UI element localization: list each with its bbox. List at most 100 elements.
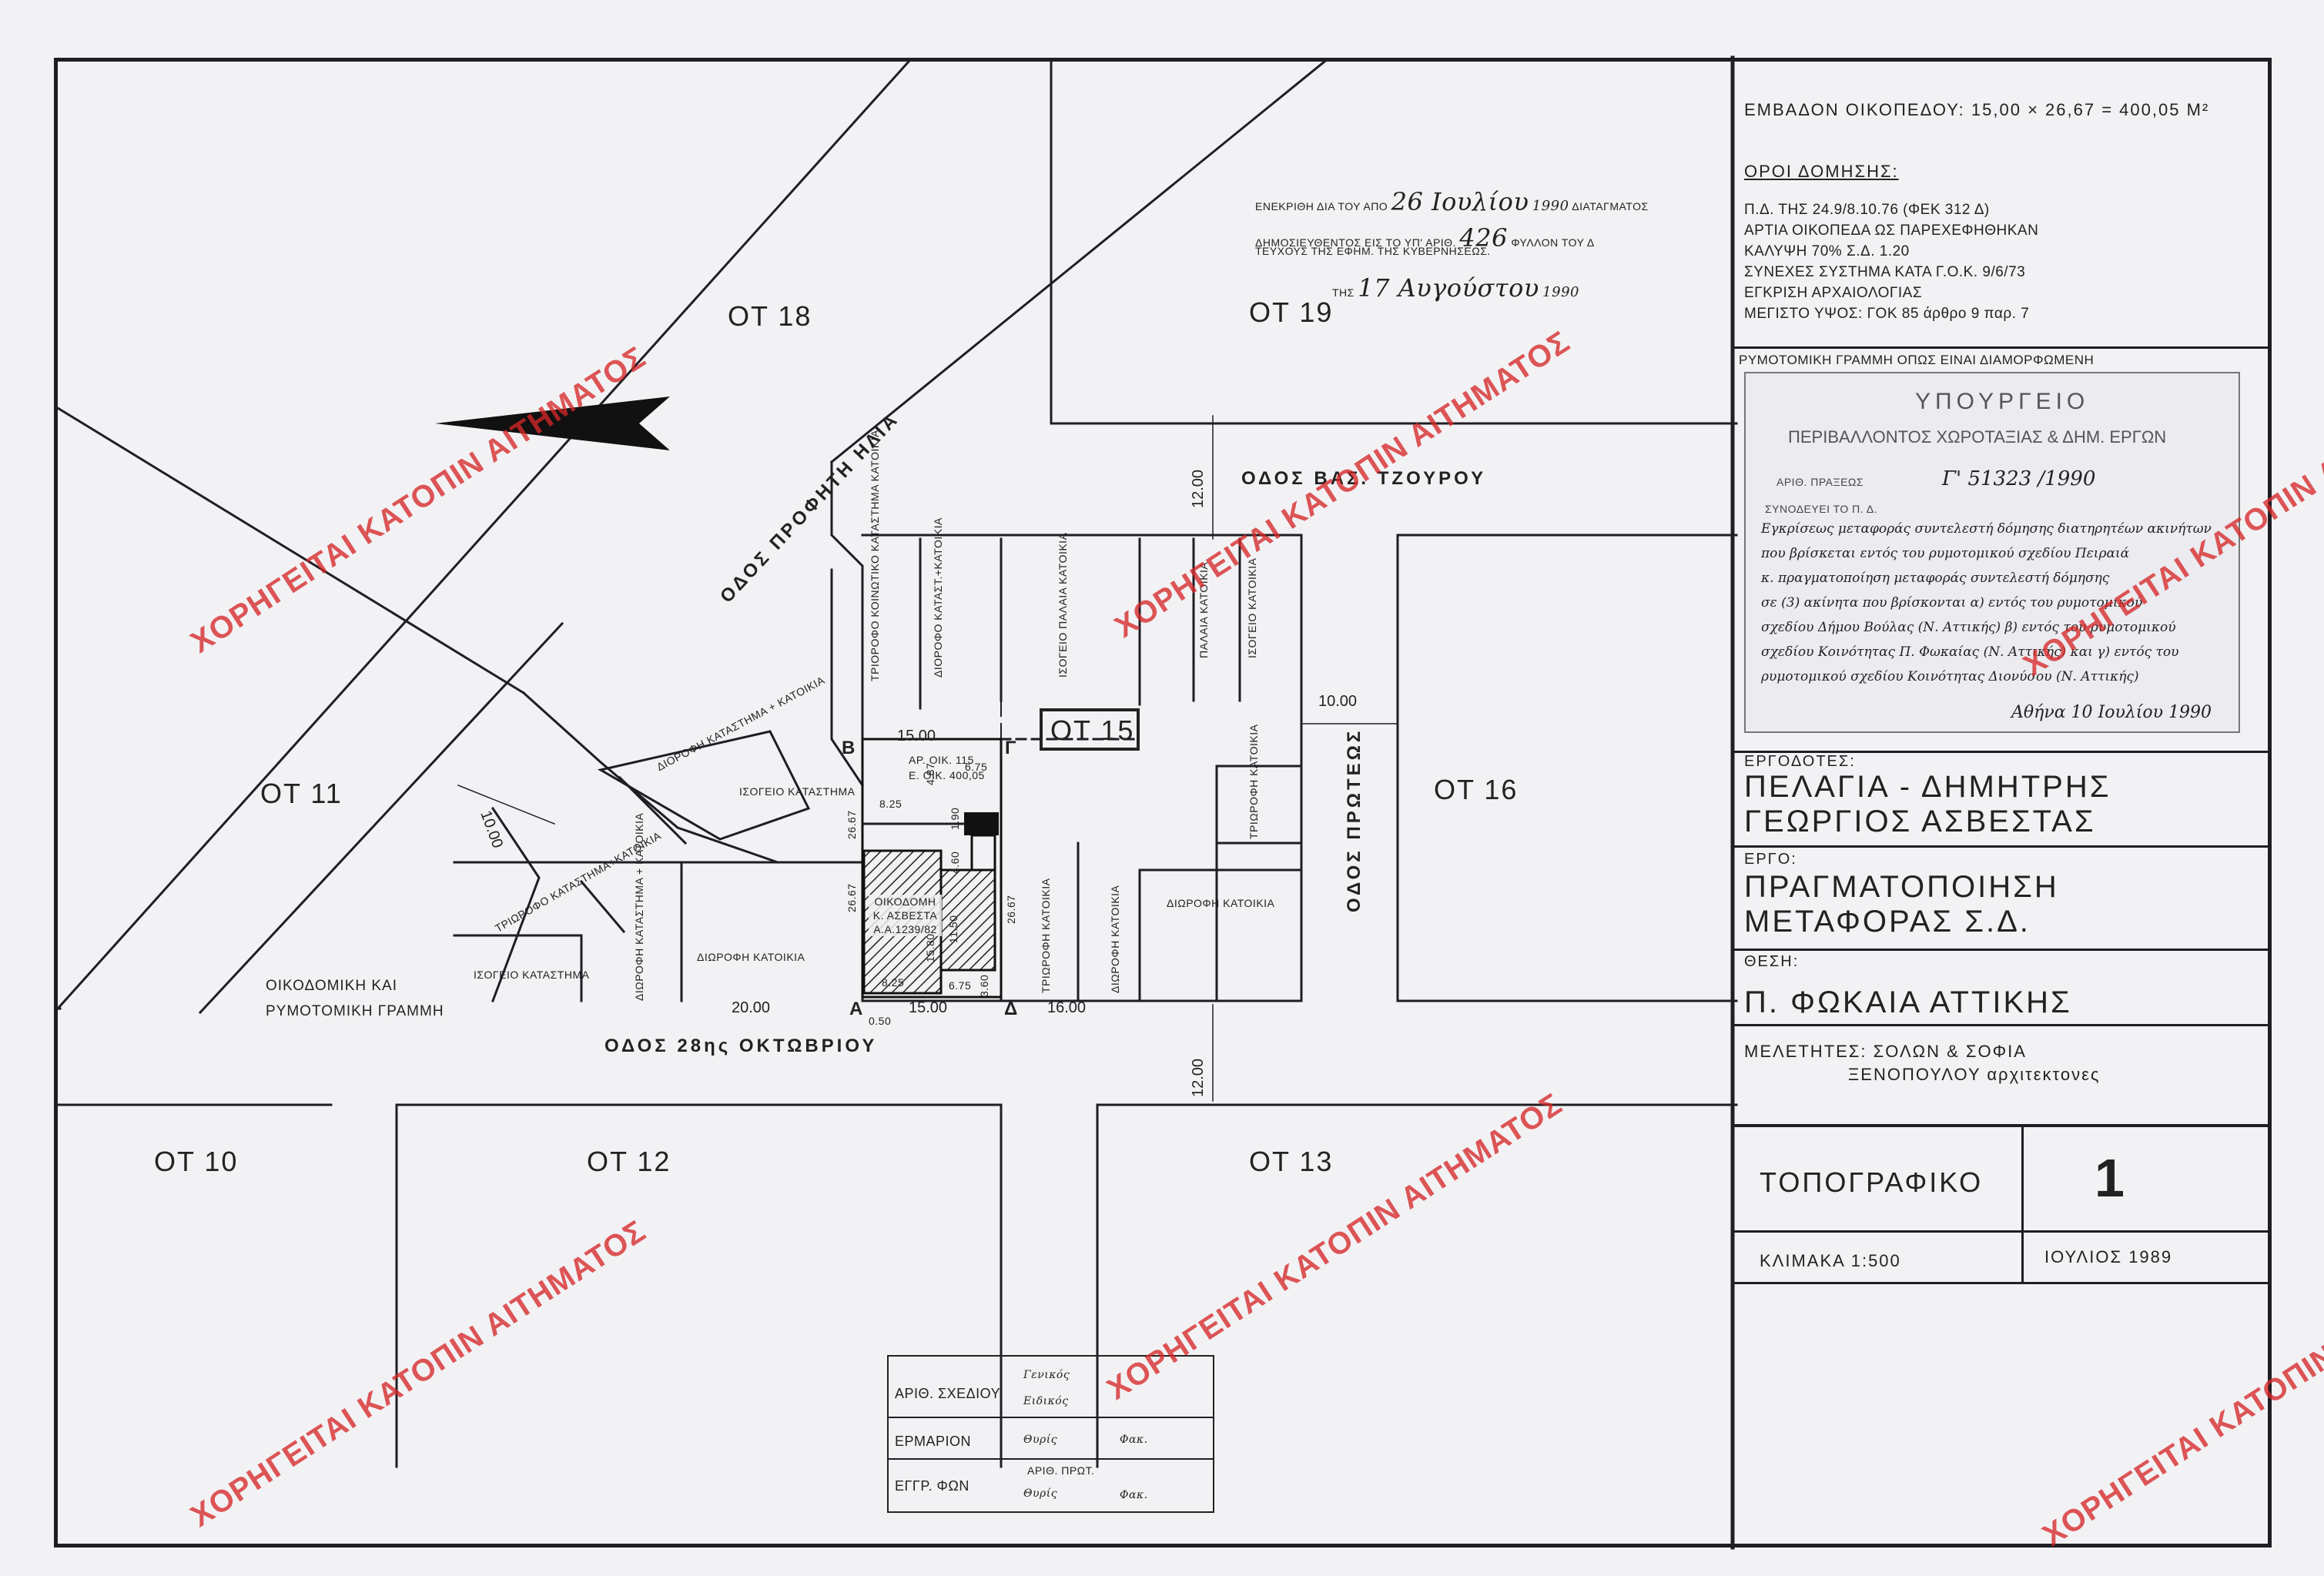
- dimension: 26.67: [846, 883, 858, 912]
- building-term: ΚΑΛΥΨΗ 70% Σ.Δ. 1.20: [1744, 243, 1910, 259]
- annex-block: [964, 812, 999, 835]
- owners-line-2: ΓΕΩΡΓΙΟΣ ΑΣΒΕΣΤΑΣ: [1744, 805, 2096, 838]
- approval-year: 1990: [1532, 198, 1569, 214]
- dimension: 15.00: [897, 728, 936, 745]
- corner-g: Γ: [1005, 738, 1016, 758]
- dimension: 6.75: [949, 979, 972, 992]
- building-label: ΔΙΩΡΟΦΗ ΚΑΤΟΙΚΙΑ: [1167, 897, 1275, 909]
- street-proteos: ΟΔΟΣ ΠΡΩΤΕΩΣ: [1344, 728, 1365, 912]
- block-outline: [453, 934, 583, 1002]
- dimension: 11.50: [947, 915, 959, 944]
- approval-text: ΦΥΛΛΟΝ ΤΟΥ Δ: [1511, 236, 1595, 249]
- dimension: 26.67: [846, 810, 858, 839]
- drawing-frame: [54, 58, 2272, 1548]
- dimension: 8.25: [882, 976, 905, 989]
- index-cabinet: ΕΡΜΑΡΙΟΝ: [895, 1434, 972, 1449]
- building-label: ΔΙΩΡΟΦΗ ΚΑΤΑΣΤΗΜΑ + ΚΑΤΟΙΚΙΑ: [633, 812, 645, 1001]
- building-term: ΕΓΚΡΙΣΗ ΑΡΧΑΙΟΛΟΓΙΑΣ: [1744, 285, 1923, 301]
- dimension: 10.00: [1318, 693, 1358, 710]
- sheet-title: ΤΟΠΟΓΡΑΦΙΚΟ: [1760, 1166, 1984, 1198]
- building-term: Π.Δ. ΤΗΣ 24.9/8.10.76 (ΦΕΚ 312 Δ): [1744, 202, 1990, 218]
- corner-a: Α: [849, 999, 863, 1019]
- approval-line: ΔΗΜΟΣΙΕΥΘΕΝΤΟΣ ΕΙΣ ΤΟ ΥΠ' ΑΡΙΘ. 426 ΦΥΛΛ…: [1255, 223, 1595, 253]
- annex-block: [970, 834, 996, 872]
- block-outline: [830, 460, 864, 829]
- street-line: [55, 59, 911, 1011]
- dimension: 26.67: [1005, 895, 1017, 924]
- building-term: ΣΥΝΕΧΕΣ ΣΥΣΤΗΜΑ ΚΑΤΑ Γ.Ο.Κ. 9/6/73: [1744, 264, 2026, 280]
- building-line-label: ΡΥΜΟΤΟΜΙΚΗ ΓΡΑΜΜΗ: [266, 1003, 444, 1019]
- title-block-divider: [1733, 949, 2272, 951]
- approval-date: 26 Ιουλίου: [1391, 187, 1529, 216]
- stamp-ministry-sub: ΠΕΡΙΒΑΛΛΟΝΤΟΣ ΧΩΡΟΤΑΞΙΑΣ & ΔΗΜ. ΕΡΓΩΝ: [1788, 427, 2167, 447]
- street-line: [55, 406, 526, 695]
- block-ot15-frame: ΟΤ 15: [1040, 708, 1140, 751]
- stamp-line: Εγκρίσεως μεταφοράς συντελεστή δόμησης δ…: [1761, 521, 2212, 537]
- dimension: 0.50: [869, 1015, 892, 1027]
- owners-label: ΕΡΓΟΔΟΤΕΣ:: [1744, 753, 1856, 770]
- title-block-divider: [1733, 1024, 2272, 1026]
- approval-line: ΕΝΕΚΡΙΘΗ ΔΙΑ ΤΟΥ ΑΠΟ 26 Ιουλίου 1990 ΔΙΑ…: [1255, 187, 1649, 216]
- work-label: ΕΡΓΟ:: [1744, 851, 1797, 868]
- title-block-divider: [1733, 845, 2272, 848]
- building-label: ΔΙΩΡΟΦΗ ΚΑΤΟΙΚΙΑ: [697, 951, 805, 963]
- plot-outline: [861, 738, 1003, 999]
- designers-line-2: ΞΕΝΟΠΟΥΛΟΥ αρχιτεκτονες: [1848, 1065, 2101, 1084]
- building-label: ΙΣΟΓΕΙΟ ΠΑΛΑΙΑ ΚΑΤΟΙΚΙΑ: [1057, 532, 1069, 678]
- index-drawer: Θυρίς: [1023, 1434, 1058, 1446]
- street-28-oktovriou: ΟΔΟΣ 28ης ΟΚΤΩΒΡΙΟΥ: [604, 1036, 878, 1056]
- stamp-act-number: Γ' 51323 /1990: [1942, 467, 2096, 490]
- building-line-label: ΟΙΚΟΔΟΜΙΚΗ ΚΑΙ: [266, 978, 398, 994]
- index-special: Ειδικός: [1023, 1395, 1069, 1407]
- stamp-act-label: ΑΡΙΘ. ΠΡΑΞΕΩΣ: [1776, 476, 1864, 488]
- index-label: ΑΡΙΘ. ΣΧΕΔΙΟΥ: [895, 1386, 1001, 1401]
- approval-date: 17 Αυγούστου: [1358, 273, 1539, 303]
- dimension: 12.00: [1190, 1058, 1207, 1097]
- scale: ΚΛΙΜΑΚΑ 1:500: [1760, 1251, 1901, 1270]
- dimension: 6.75: [965, 761, 988, 773]
- index-divider: [889, 1417, 1213, 1418]
- building-label: ΙΣΟΓΕΙΟ ΚΑΤΑΣΤΗΜΑ: [739, 785, 856, 798]
- approval-line: ΤΗΣ 17 Αυγούστου 1990: [1332, 273, 1579, 303]
- lot-line: [830, 568, 865, 788]
- block-ot16: ΟΤ 16: [1434, 774, 1519, 805]
- location-value: Π. ΦΩΚΑΙΑ ΑΤΤΙΚΗΣ: [1744, 985, 2072, 1019]
- title-block-divider: [1733, 1282, 2272, 1284]
- work-line-2: ΜΕΤΑΦΟΡΑΣ Σ.Δ.: [1744, 905, 2031, 939]
- owners-line-1: ΠΕΛΑΓΙΑ - ΔΗΜΗΤΡΗΣ: [1744, 770, 2111, 804]
- block-ot11: ΟΤ 11: [260, 778, 343, 809]
- stamp-line: που βρίσκεται εντός του ρυμοτομικού σχεδ…: [1761, 546, 2130, 561]
- approval-text: ΔΗΜΟΣΙΕΥΘΕΝΤΟΣ ΕΙΣ ΤΟ ΥΠ' ΑΡΙΘ.: [1255, 236, 1456, 249]
- ministry-stamp: ΥΠΟΥΡΓΕΙΟ ΠΕΡΙΒΑΛΛΟΝΤΟΣ ΧΩΡΟΤΑΞΙΑΣ & ΔΗΜ…: [1744, 372, 2240, 733]
- stamp-line: ρυμοτομικού σχεδίου Κοινότητας Διονύσου …: [1761, 669, 2139, 684]
- stamp-ministry: ΥΠΟΥΡΓΕΙΟ: [1915, 389, 2090, 414]
- dimension: 3.60: [978, 974, 990, 997]
- dimension: 12.00: [1190, 469, 1207, 508]
- building-label: ΔΙΟΡΟΦΟ ΚΑΤΑΣΤ.+ΚΑΤΟΙΚΙΑ: [932, 517, 944, 678]
- building-label: ΤΡΙΟΡΟΦΟ ΚΟΙΝΩΤΙΚΟ ΚΑΤΑΣΤΗΜΑ ΚΑΤΟΙΚΙΑ: [869, 430, 881, 681]
- dimension: 8.25: [879, 798, 902, 810]
- approval-number: 426: [1459, 223, 1508, 253]
- dimension-line: [457, 785, 555, 825]
- index-protocol: ΑΡΙΘ. ΠΡΩΤ.: [1027, 1464, 1095, 1477]
- designers-line-1: ΜΕΛΕΤΗΤΕΣ: ΣΟΛΩΝ & ΣΟΦΙΑ: [1744, 1042, 2027, 1061]
- building-term: ΑΡΤΙΑ ΟΙΚΟΠΕΔΑ ΩΣ ΠΑΡΕΧΕΦΗΘΗΚΑΝ: [1744, 223, 2039, 239]
- north-arrow-icon: [435, 397, 670, 450]
- stamp-related: ΣΥΝΟΔΕΥΕΙ ΤΟ Π. Δ.: [1765, 503, 1878, 515]
- block-outline: [491, 806, 541, 1002]
- index-folder: Φακ.: [1120, 1434, 1148, 1446]
- block-ot15: ΟΤ 15: [1050, 714, 1135, 746]
- street-line: [829, 59, 1327, 464]
- building-terms-heading: ΟΡΟΙ ΔΟΜΗΣΗΣ:: [1744, 162, 1899, 181]
- block-ot19: ΟΤ 19: [1249, 296, 1334, 328]
- approval-text: ΔΙΑΤΑΓΜΑΤΟΣ: [1572, 200, 1649, 212]
- stamp-line: σχεδίου Δήμου Βούλας (Ν. Αττικής) β) εντ…: [1761, 620, 2176, 635]
- building-label: ΙΣΟΓΕΙΟ ΚΑΤΟΙΚΙΑ: [1246, 557, 1258, 658]
- dimension: 1.90: [949, 807, 961, 830]
- location-label: ΘΕΣΗ:: [1744, 953, 1800, 970]
- approval-text: ΤΕΥΧΟΥΣ ΤΗΣ ΕΦΗΜ. ΤΗΣ ΚΥΒΕΡΝΗΣΕΩΣ.: [1255, 245, 1491, 257]
- title-block-divider: [1733, 346, 2272, 349]
- building-term: ΜΕΓΙΣΤΟ ΥΨΟΣ: ΓΟΚ 85 άρθρο 9 παρ. 7: [1744, 306, 2030, 322]
- title-block-divider: [1733, 1124, 2272, 1127]
- title-block-divider: [1733, 1230, 2272, 1233]
